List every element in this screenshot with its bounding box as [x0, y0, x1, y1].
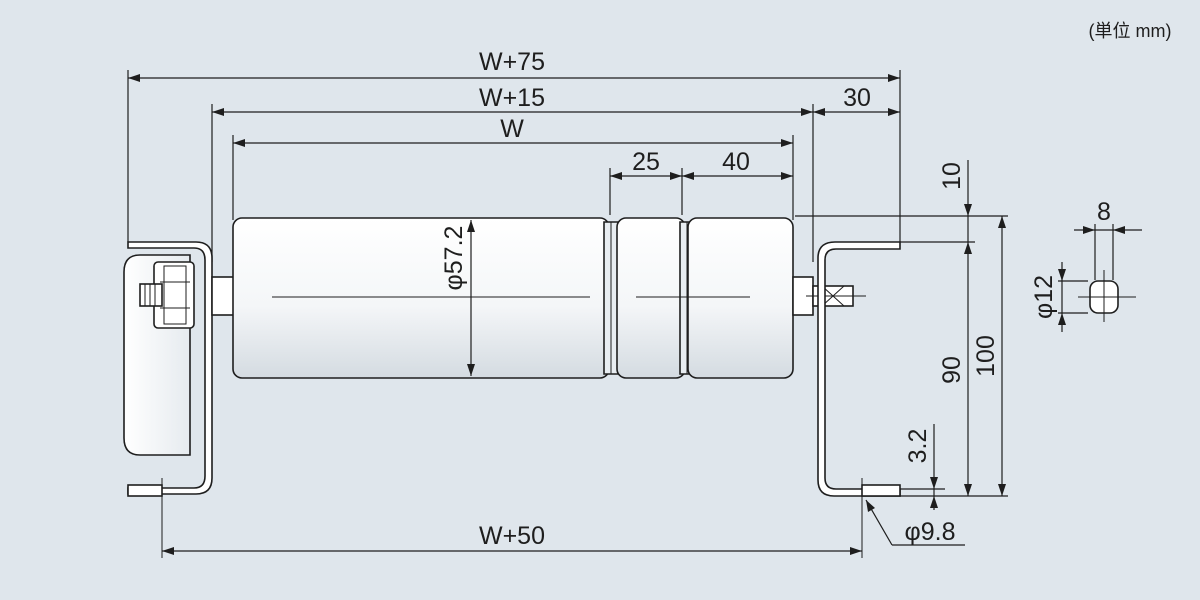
dia-98-label: φ9.8: [905, 518, 956, 546]
dim-100-label: 100: [972, 335, 1000, 377]
dim-w-label: W: [500, 115, 524, 143]
right-frame: [792, 241, 901, 497]
shaft-detail: φ12 8: [1030, 198, 1142, 332]
left-frame: [123, 241, 235, 495]
dia-12-label: φ12: [1030, 275, 1058, 319]
dim-w15-label: W+15: [479, 84, 545, 112]
dim-w75-label: W+75: [479, 48, 545, 76]
dim-30-label: 30: [843, 84, 871, 112]
roller-body: φ57.2: [232, 217, 794, 379]
dim-40-label: 40: [722, 148, 750, 176]
dim-32-label: 3.2: [904, 429, 932, 464]
dim-w: W: [232, 115, 794, 220]
dia-98-leader: φ9.8: [865, 499, 965, 546]
dim-w15: W+15 30: [211, 84, 900, 262]
dim-w75: W+75: [127, 48, 901, 242]
dim-w50: W+50: [127, 478, 901, 558]
dim-90-label: 90: [938, 356, 966, 384]
dim-vertical: 10 90 100 3.2: [795, 160, 1008, 510]
dim-10-label: 10: [938, 162, 966, 190]
dim-w50-label: W+50: [479, 522, 545, 550]
dim-8-label: 8: [1097, 198, 1111, 226]
dia-57-label: φ57.2: [440, 226, 468, 291]
unit-note: (単位 mm): [1089, 21, 1172, 41]
dim-grooves: 25 40: [609, 148, 793, 215]
dim-25-label: 25: [632, 148, 660, 176]
